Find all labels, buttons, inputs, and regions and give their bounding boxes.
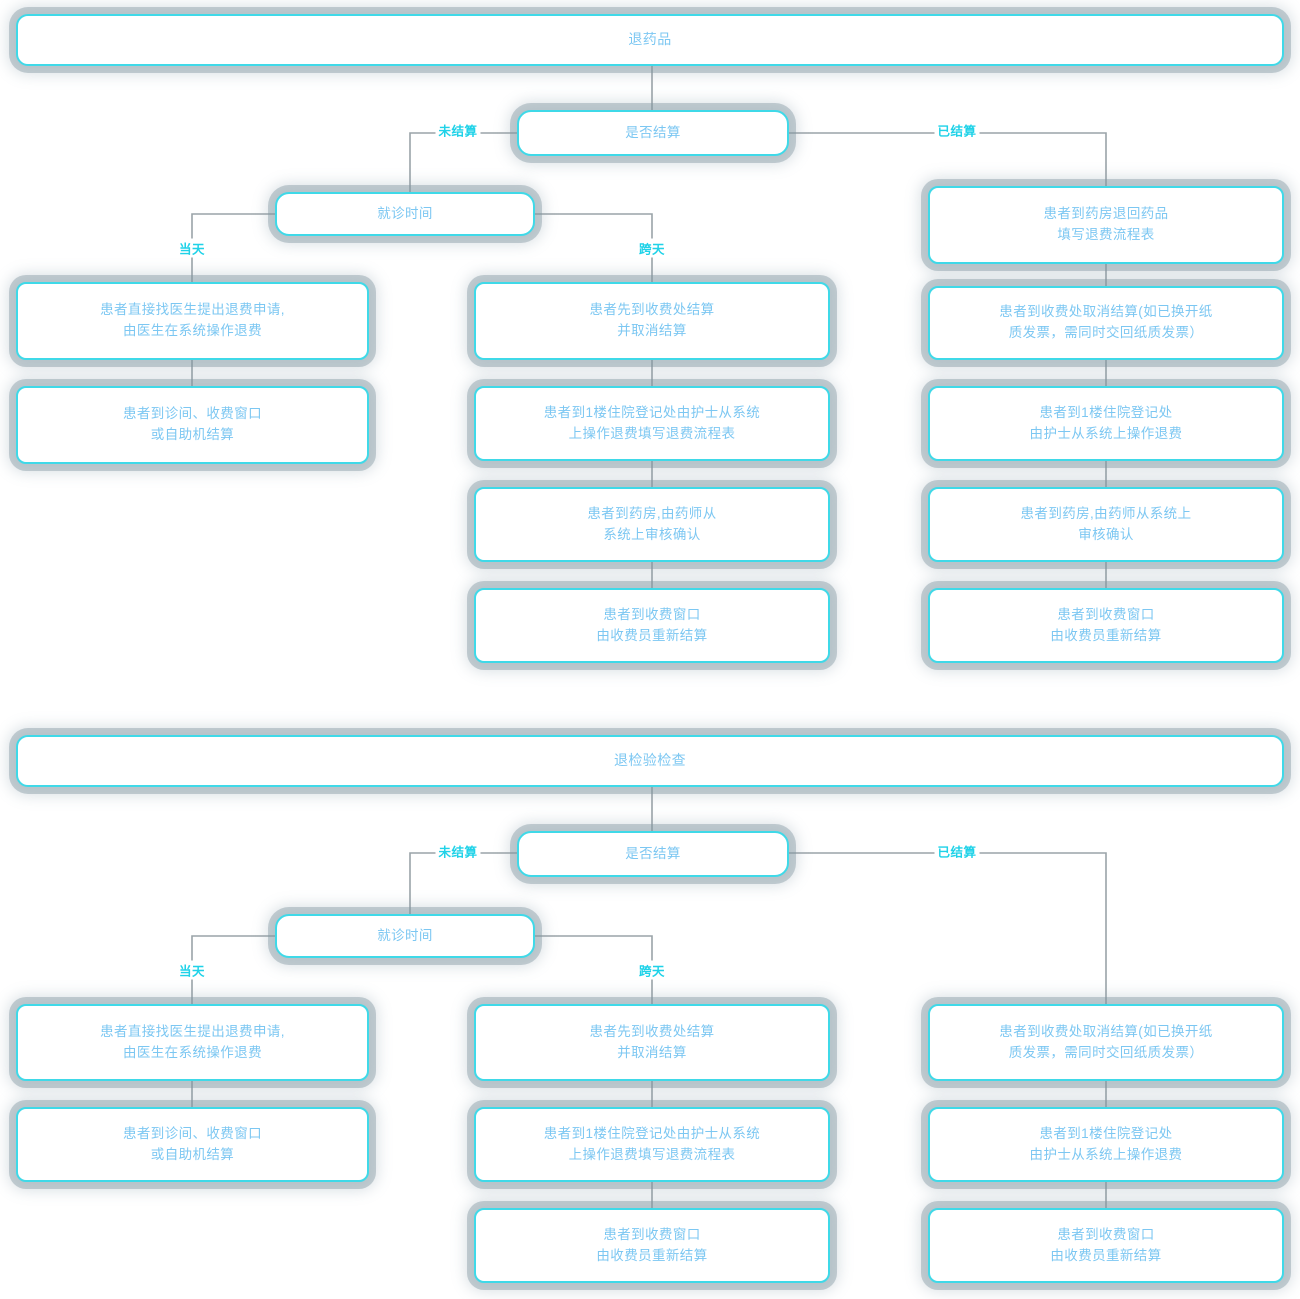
edge-label-cross-day-drug: 跨天 [635,238,669,258]
step-box[interactable]: 患者到收费处取消结算(如已换开纸 质发票，需同时交回纸质发票） [928,286,1284,360]
step-box[interactable]: 患者到药房退回药品 填写退费流程表 [928,186,1284,264]
step-box[interactable]: 患者到诊间、收费窗口 或自助机结算 [16,386,369,464]
edge-label-settled-exam: 已结算 [934,841,980,861]
step-box[interactable]: 患者到诊间、收费窗口 或自助机结算 [16,1107,369,1182]
step-box[interactable]: 患者到1楼住院登记处由护士从系统 上操作退费填写退费流程表 [474,1107,830,1182]
edge-label-same-day-exam: 当天 [175,960,209,980]
step-box[interactable]: 患者到药房,由药师从 系统上审核确认 [474,487,830,562]
step-box[interactable]: 患者到1楼住院登记处 由护士从系统上操作退费 [928,1107,1284,1182]
decision-visit-time-drug[interactable]: 就诊时间 [275,192,535,236]
edge-label-same-day-drug: 当天 [175,238,209,258]
decision-is-settled-drug[interactable]: 是否结算 [517,110,789,156]
step-box[interactable]: 患者到收费窗口 由收费员重新结算 [474,588,830,663]
step-box[interactable]: 患者到收费窗口 由收费员重新结算 [474,1208,830,1283]
step-box[interactable]: 患者到收费处取消结算(如已换开纸 质发票，需同时交回纸质发票） [928,1004,1284,1081]
step-box[interactable]: 患者到1楼住院登记处由护士从系统 上操作退费填写退费流程表 [474,386,830,461]
step-box[interactable]: 患者先到收费处结算 并取消结算 [474,282,830,360]
edge-label-cross-day-exam: 跨天 [635,960,669,980]
step-box[interactable]: 患者到药房,由药师从系统上 审核确认 [928,487,1284,562]
step-box[interactable]: 患者到收费窗口 由收费员重新结算 [928,1208,1284,1283]
step-box[interactable]: 患者直接找医生提出退费申请, 由医生在系统操作退费 [16,1004,369,1081]
section-banner-exam-return[interactable]: 退检验检查 [16,735,1284,787]
step-box[interactable]: 患者到收费窗口 由收费员重新结算 [928,588,1284,663]
edge-label-unsettled-exam: 未结算 [435,841,481,861]
step-box[interactable]: 患者到1楼住院登记处 由护士从系统上操作退费 [928,386,1284,461]
decision-visit-time-exam[interactable]: 就诊时间 [275,914,535,958]
step-box[interactable]: 患者先到收费处结算 并取消结算 [474,1004,830,1081]
section-banner-drug-return[interactable]: 退药品 [16,14,1284,66]
edge-label-unsettled-drug: 未结算 [435,120,481,140]
edge-label-settled-drug: 已结算 [934,120,980,140]
decision-is-settled-exam[interactable]: 是否结算 [517,831,789,877]
step-box[interactable]: 患者直接找医生提出退费申请, 由医生在系统操作退费 [16,282,369,360]
